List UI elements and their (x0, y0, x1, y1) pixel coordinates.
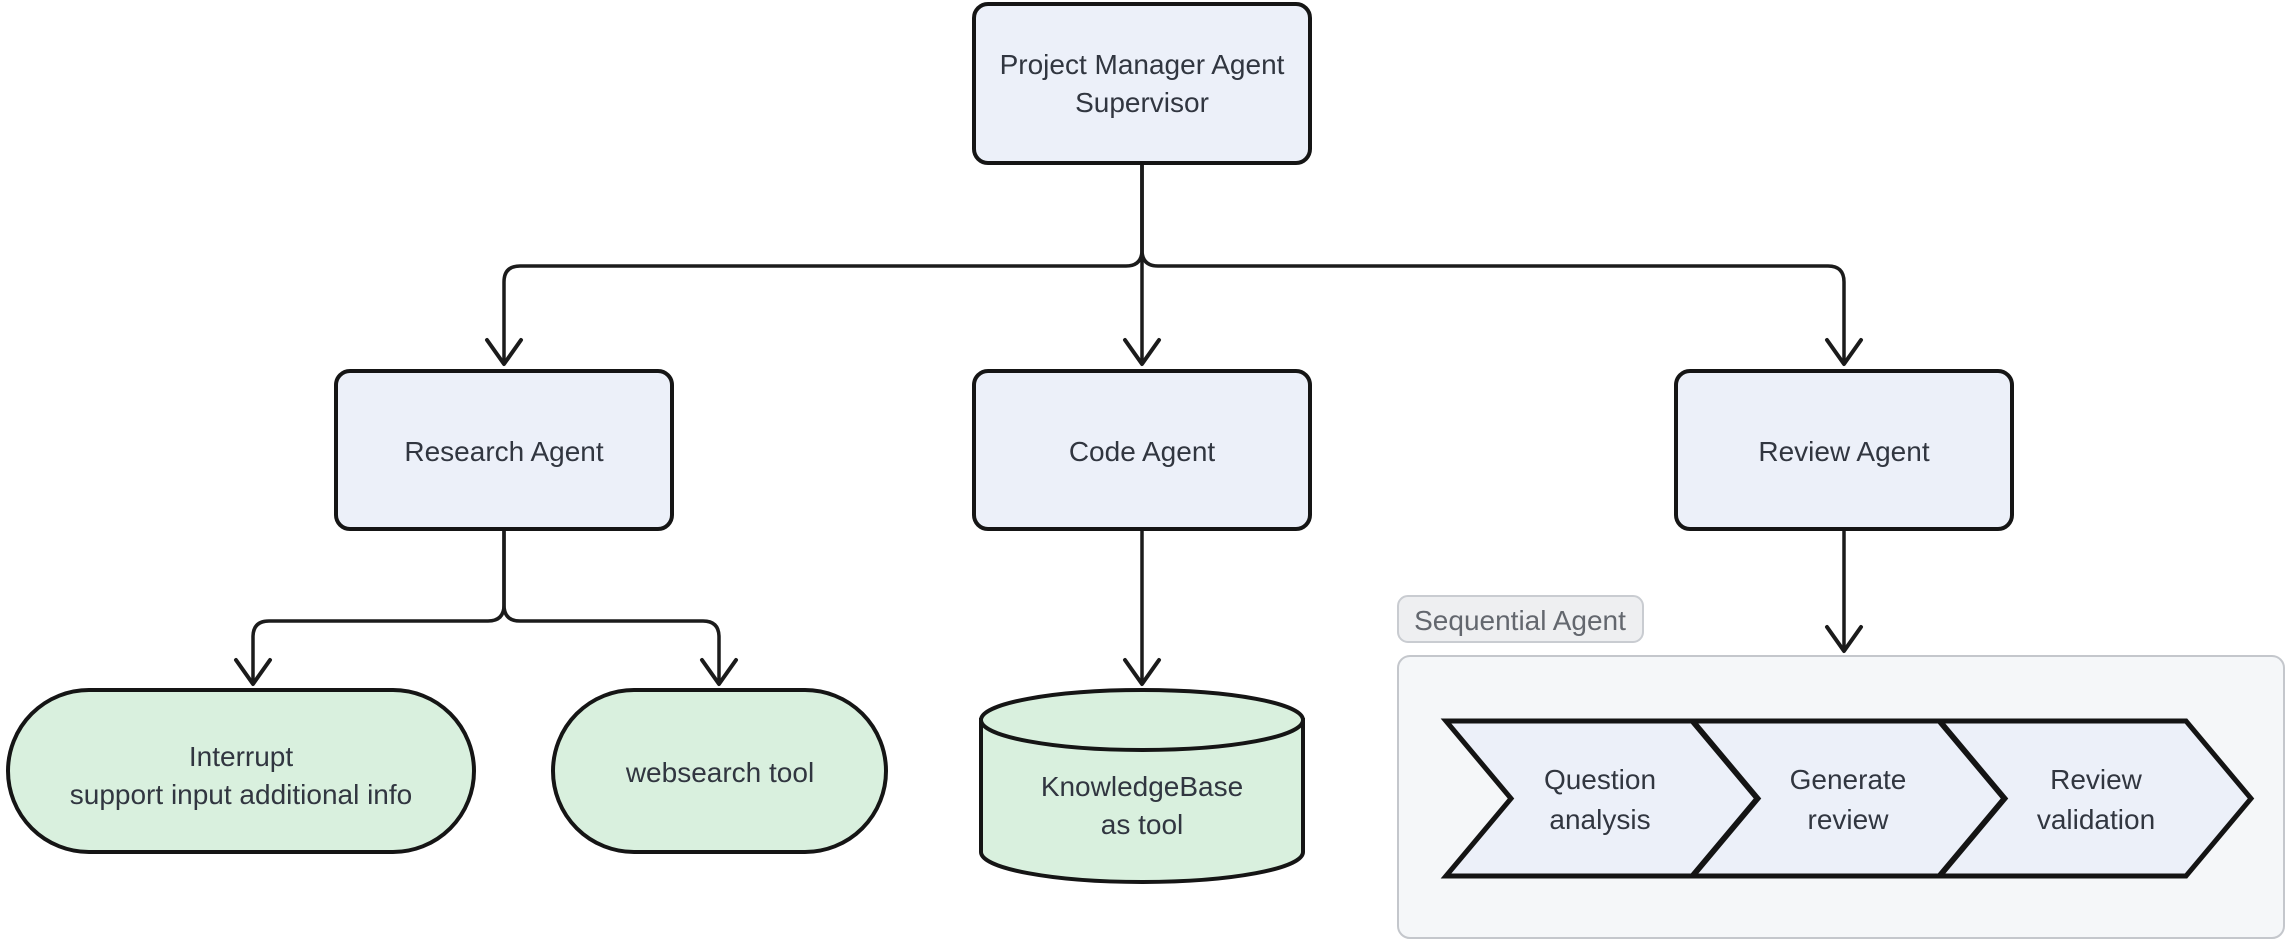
sequential-agent-label: Sequential Agent (1414, 605, 1626, 636)
edge-research-interrupt (251, 527, 506, 681)
edge-research-websearch (502, 527, 721, 681)
arrowhead-sequential (1825, 625, 1863, 653)
edge-supervisor-review (1140, 161, 1846, 361)
arrowhead-knowledgebase (1123, 658, 1161, 686)
edge-supervisor-research (502, 161, 1144, 361)
interrupt-stadium (6, 688, 476, 854)
knowledgebase-cylinder-body (979, 718, 1305, 884)
arrowhead-interrupt (234, 658, 272, 686)
node-websearch-tool: websearch tool (551, 688, 888, 854)
arrowhead-review (1825, 338, 1863, 366)
arrowhead-websearch (700, 658, 738, 686)
code-agent-label: Code Agent (1069, 436, 1216, 467)
code-agent-box (972, 369, 1312, 531)
node-review-agent: Review Agent (1674, 369, 2014, 531)
websearch-label: websearch tool (625, 757, 814, 788)
review-agent-box (1674, 369, 2014, 531)
node-code-agent: Code Agent (972, 369, 1312, 531)
arrowhead-research (485, 338, 523, 366)
sequential-agent-label-badge (1397, 595, 1644, 643)
research-agent-box (334, 369, 674, 531)
websearch-stadium (551, 688, 888, 854)
research-agent-label: Research Agent (404, 436, 603, 467)
step-review-validation (1934, 718, 2255, 879)
node-research-agent: Research Agent (334, 369, 674, 531)
arrowhead-code (1123, 338, 1161, 366)
supervisor-box (972, 2, 1312, 165)
knowledgebase-cylinder-top (979, 688, 1305, 752)
review-agent-label: Review Agent (1758, 436, 1929, 467)
edges (234, 161, 1863, 686)
